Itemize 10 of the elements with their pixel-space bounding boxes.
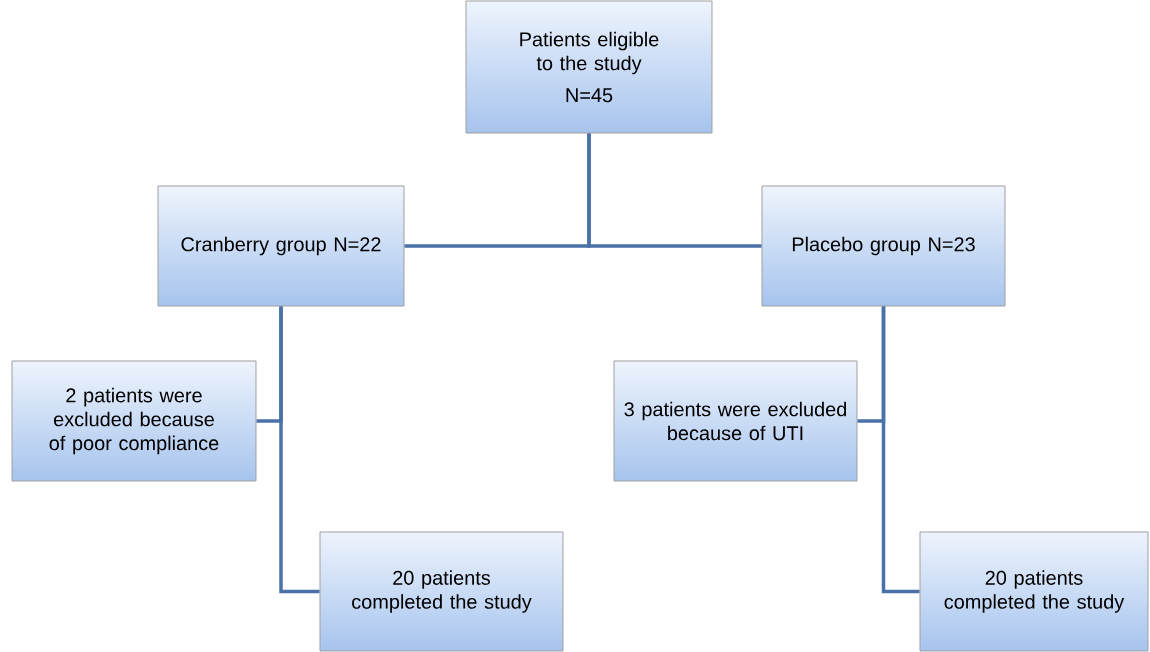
process-box: Cranberry group N=22 [157,185,405,307]
process-box: 20 patients completed the study [919,531,1149,652]
process-box: 2 patients were excluded because of poor compliance [11,360,257,482]
connector-line [587,133,762,248]
connector-line [881,306,920,594]
process-box: Placebo group N=23 [761,185,1006,307]
process-box: 3 patients were excluded because of UTI [613,360,858,482]
process-box: 20 patients completed the study [319,531,564,652]
process-box: Patients eligible to the study N=45 [465,0,713,134]
connector-line [279,306,320,594]
